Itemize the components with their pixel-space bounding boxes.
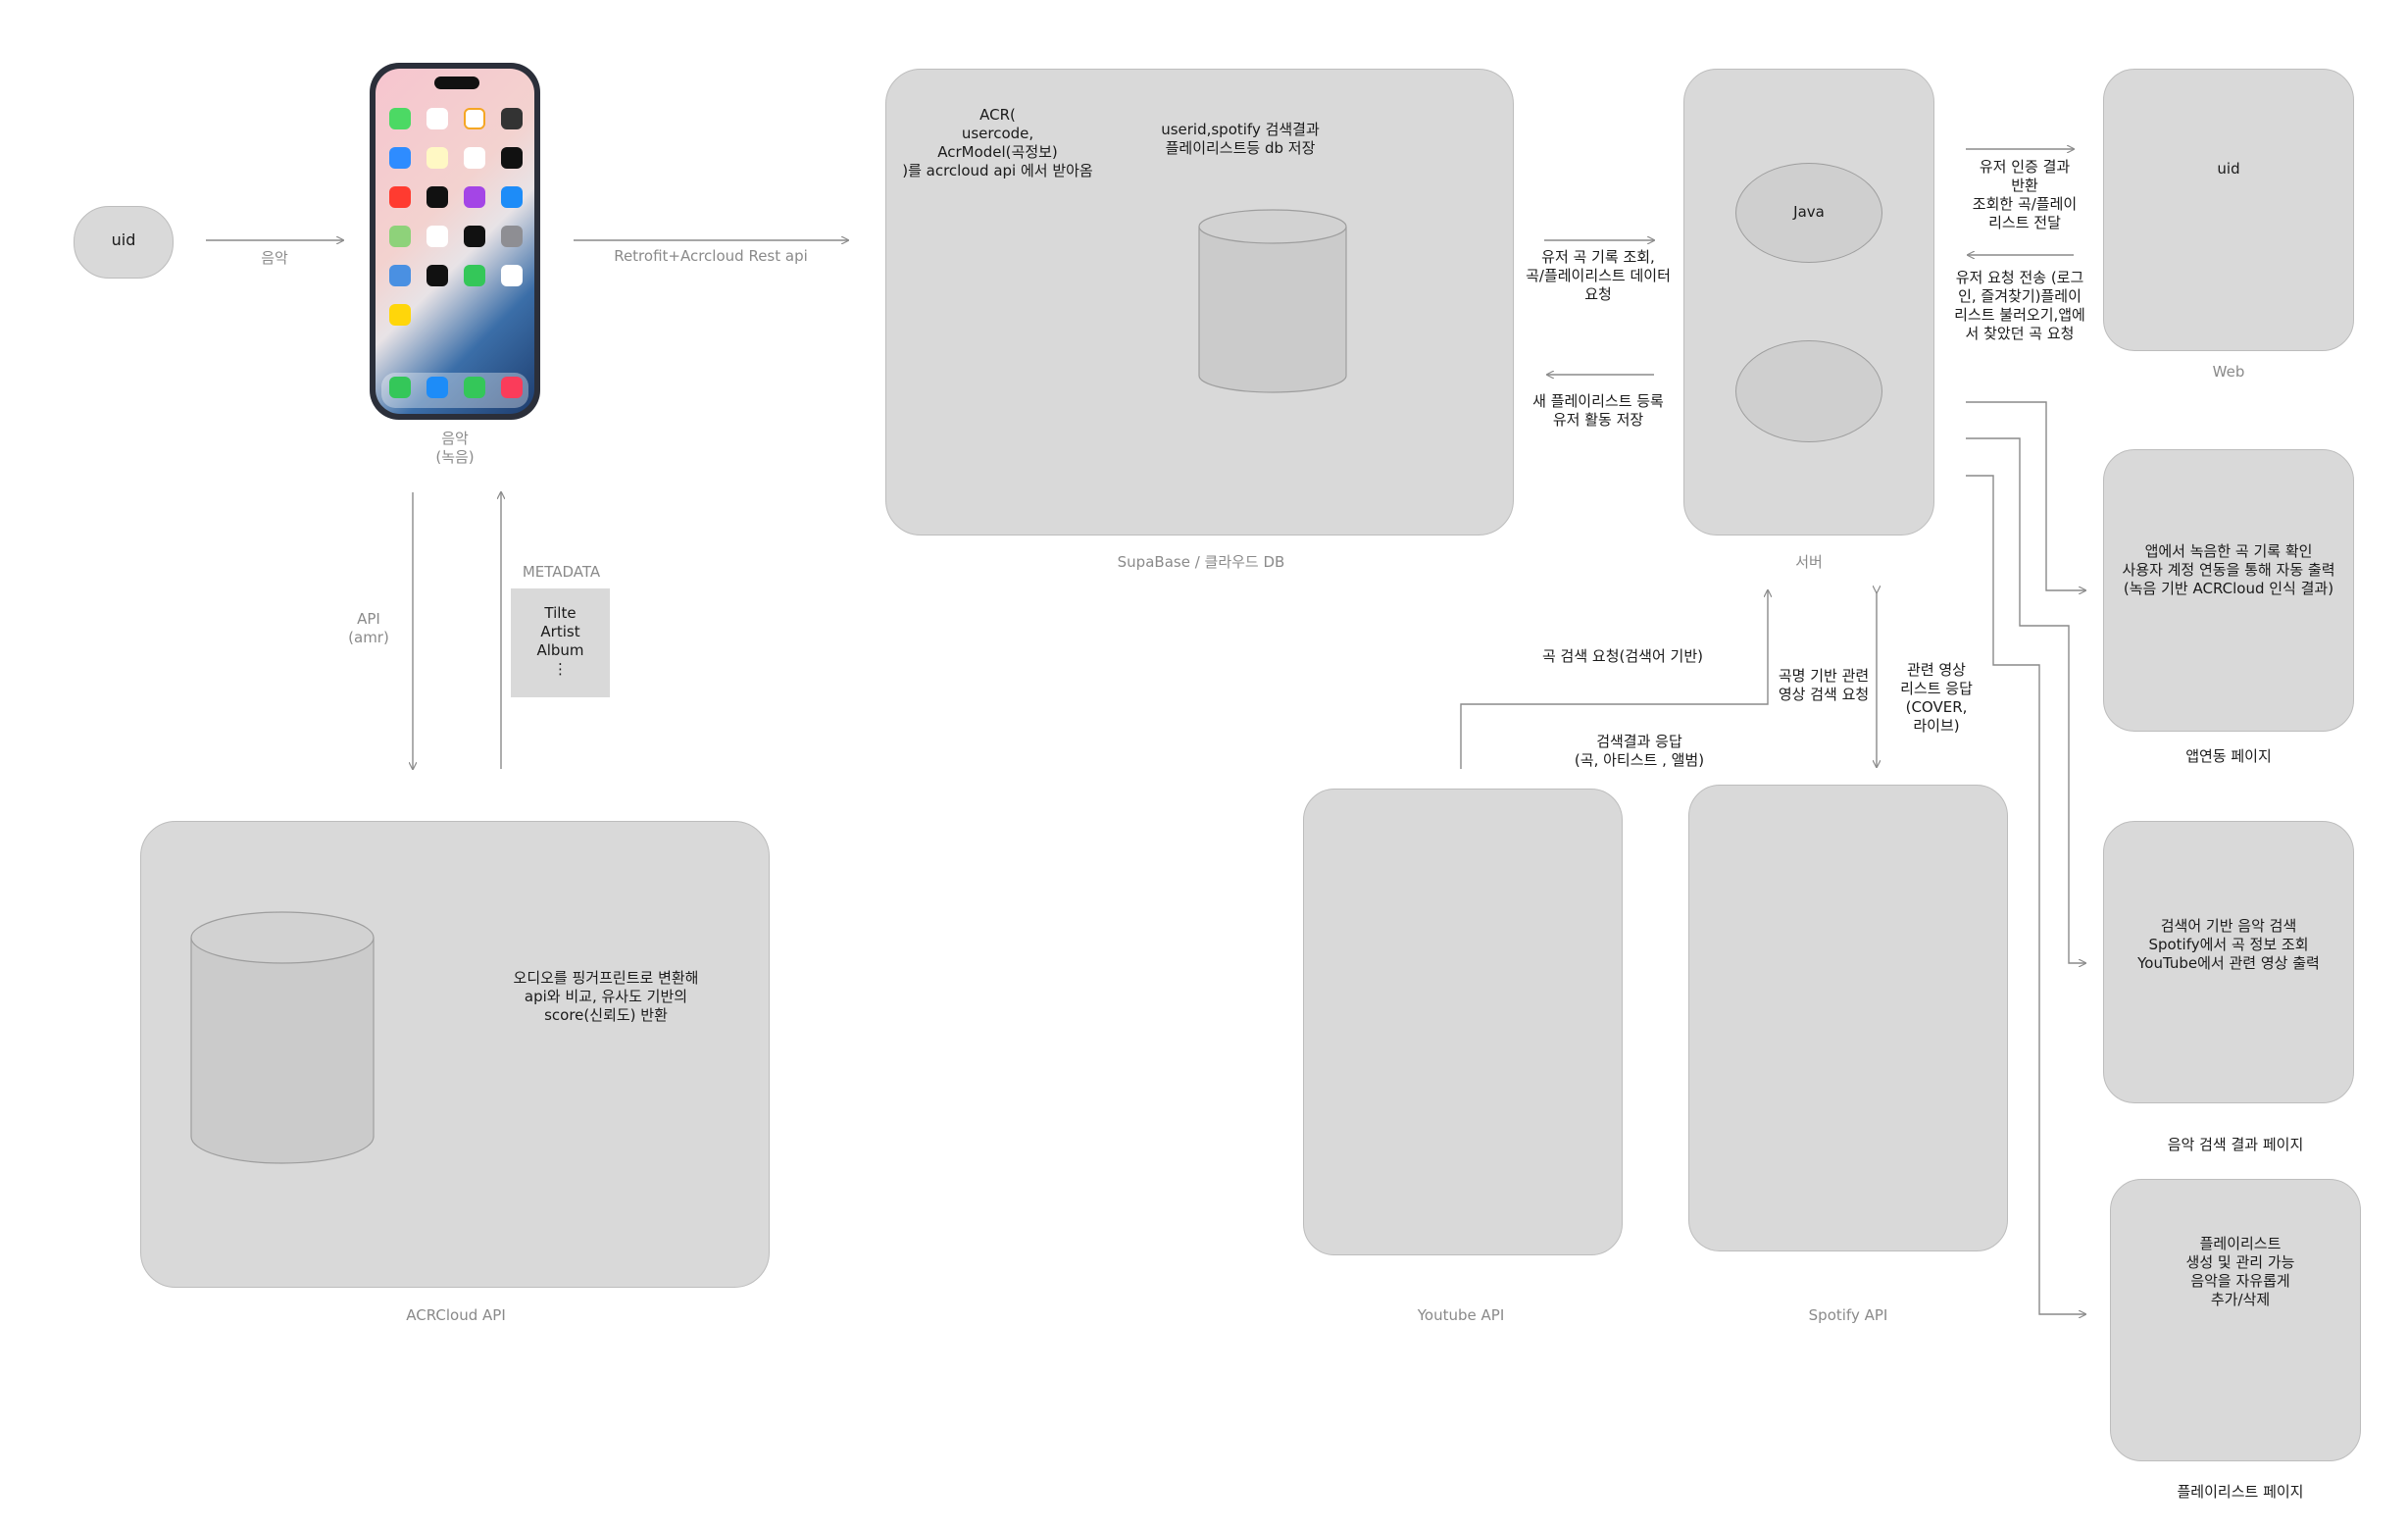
tips-icon	[389, 304, 411, 326]
spotify-api-box	[1688, 785, 2008, 1251]
messages-icon	[464, 377, 485, 398]
youtube-api-caption: Youtube API	[1417, 1306, 1505, 1324]
calendar-icon	[426, 108, 448, 129]
health-icon	[426, 226, 448, 247]
app-link-page-box	[2103, 449, 2354, 732]
uid-node-label: uid	[111, 230, 136, 249]
music-icon	[501, 377, 523, 398]
stocks-icon	[426, 265, 448, 286]
spotify-api-caption: Spotify API	[1808, 1306, 1888, 1324]
edge-song-search-label: 곡 검색 요청(검색어 기반)	[1541, 647, 1703, 665]
metadata-items: Tilte Artist Album ⋮	[536, 604, 584, 678]
edge-title-video-label: 곡명 기반 관련 영상 검색 요청	[1778, 667, 1870, 703]
acrcloud-caption: ACRCloud API	[406, 1306, 506, 1324]
server-module-node	[1735, 340, 1882, 442]
phone-caption: 음악 (녹음)	[435, 430, 475, 466]
edge-new-playlist-label: 새 플레이리스트 등록 유저 활동 저장	[1532, 392, 1664, 429]
supabase-database-icon	[1198, 209, 1347, 393]
supabase-acr-text: ACR( usercode, AcrModel(곡정보) )를 acrcloud…	[902, 106, 1093, 179]
edge-related-video-label: 관련 영상 리스트 응답 (COVER, 라이브)	[1900, 661, 1973, 735]
supabase-db-text: userid,spotify 검색결과 플레이리스트등 db 저장	[1161, 121, 1320, 157]
playlist-page-box	[2110, 1179, 2361, 1461]
app-link-page-caption: 앱연동 페이지	[2185, 747, 2272, 765]
java-node-label: Java	[1793, 203, 1825, 221]
acrcloud-database-icon	[190, 911, 375, 1164]
wallet-icon	[464, 226, 485, 247]
music-search-page-box	[2103, 821, 2354, 1103]
youtube-api-box	[1303, 789, 1623, 1255]
acrcloud-text: 오디오를 핑거프린트로 변환해 api와 비교, 유사도 기반의 score(신…	[513, 969, 699, 1024]
camera-icon	[501, 108, 523, 129]
arrow-server-applink	[1966, 401, 2085, 590]
edge-api-label: API (amr)	[348, 610, 389, 646]
server-caption: 서버	[1795, 553, 1823, 571]
weather-icon	[389, 265, 411, 286]
edge-user-request-label: 유저 요청 전송 (로그 인, 즐겨찾기)플레이 리스트 불러오기,앱에 서 찾…	[1954, 269, 2085, 342]
edge-music-label: 음악	[261, 249, 288, 267]
phone-screen	[376, 69, 534, 414]
news-icon	[389, 186, 411, 208]
home-icon	[501, 265, 523, 286]
podcasts-icon	[464, 186, 485, 208]
app-link-page-text: 앱에서 녹음한 곡 기록 확인 사용자 계정 연동을 통해 자동 출력 (녹음 …	[2122, 542, 2335, 597]
arrow-youtube-server	[1460, 590, 1768, 769]
metadata-label: METADATA	[522, 563, 601, 581]
tv-icon	[426, 186, 448, 208]
mail-icon	[389, 147, 411, 169]
edge-retrofit-label: Retrofit+Acrcloud Rest api	[614, 247, 808, 265]
web-caption: Web	[2212, 363, 2245, 381]
music-search-page-text: 검색어 기반 음악 검색 Spotify에서 곡 정보 조회 YouTube에서…	[2137, 917, 2320, 972]
maps-icon	[389, 226, 411, 247]
playlist-page-text: 플레이리스트 생성 및 관리 가능 음악을 자유롭게 추가/삭제	[2185, 1235, 2295, 1308]
facetime-icon	[389, 108, 411, 129]
safari-icon	[426, 377, 448, 398]
reminders-icon	[464, 147, 485, 169]
uid-node	[74, 206, 174, 279]
arrow-server-musicsearch	[1966, 437, 2085, 963]
java-node	[1735, 163, 1882, 263]
clock-icon	[501, 147, 523, 169]
web-box	[2103, 69, 2354, 351]
notes-icon	[426, 147, 448, 169]
settings-icon	[501, 226, 523, 247]
playlist-page-caption: 플레이리스트 페이지	[2177, 1483, 2304, 1501]
edge-search-result-label: 검색결과 응답 (곡, 아티스트 , 앨범)	[1574, 733, 1705, 769]
server-box	[1683, 69, 1934, 536]
phone-app-icon	[389, 377, 411, 398]
metadata-box	[511, 588, 610, 697]
dynamic-island	[434, 76, 479, 89]
music-search-page-caption: 음악 검색 결과 페이지	[2167, 1136, 2304, 1153]
arrow-server-playlist	[1966, 475, 2085, 1314]
edge-auth-result-label: 유저 인증 결과 반환 조회한 곡/플레이 리스트 전달	[1972, 158, 2078, 231]
findmy-icon	[464, 265, 485, 286]
supabase-caption: SupaBase / 클라우드 DB	[1117, 553, 1285, 571]
phone-mockup	[370, 63, 540, 420]
photos-icon	[464, 108, 485, 129]
edge-user-history-label: 유저 곡 기록 조회, 곡/플레이리스트 데이터 요청	[1526, 248, 1671, 303]
appstore-icon	[501, 186, 523, 208]
web-title: uid	[2217, 160, 2240, 178]
